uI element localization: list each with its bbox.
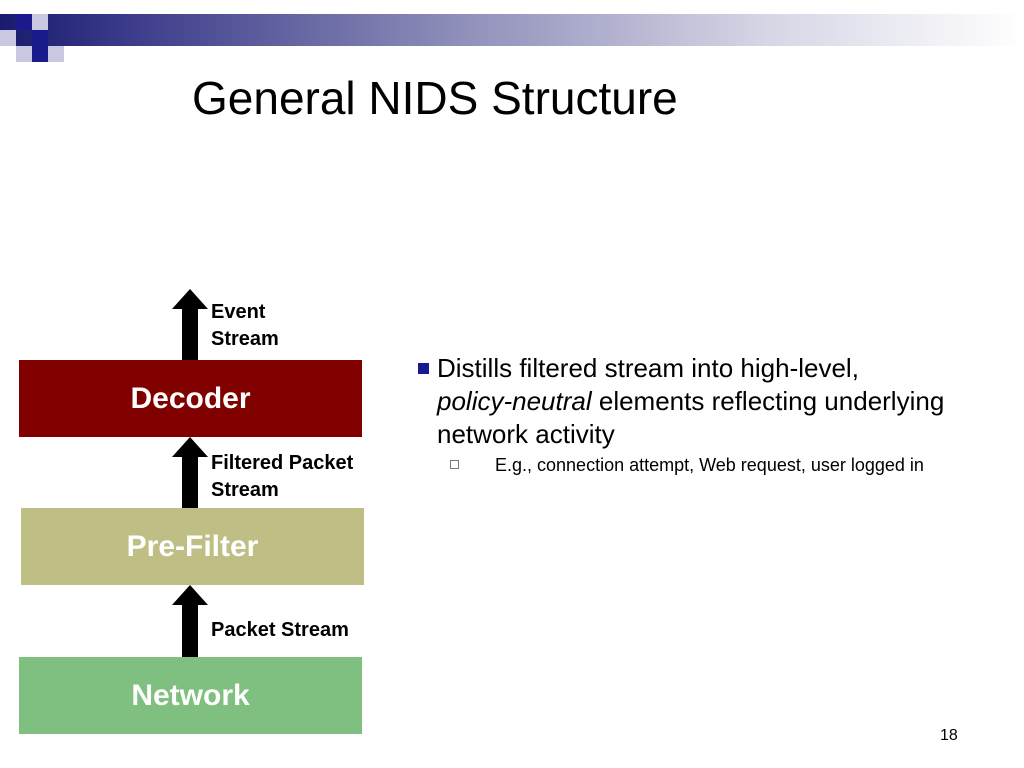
event-stream-arrow [172,289,208,361]
decoder-box: Decoder [19,360,362,437]
decorative-square [32,46,48,62]
sub-bullet-text: E.g., connection attempt, Web request, u… [495,455,924,475]
main-bullet-text-part2: elements reflecting underlying network a… [437,386,945,449]
slide-title: General NIDS Structure [192,72,678,124]
square-bullet-icon [418,363,429,374]
pre-filter-box: Pre-Filter [21,508,364,585]
decorative-square [32,14,48,30]
main-bullet-italic-text: policy-neutral [437,386,592,416]
main-bullet-text-part1: Distills filtered stream into high-level… [437,353,859,383]
packet-stream-label: Packet Stream [211,619,349,641]
decorative-square [16,46,32,62]
title-band [0,14,1024,46]
decorative-square [16,14,32,30]
decorative-square [0,30,16,46]
event-stream-label: Event Stream [211,301,279,350]
hollow-square-bullet-icon [450,460,459,469]
decorative-square [48,46,64,62]
filtered-packet-stream-arrow [172,437,208,509]
main-bullet: Distills filtered stream into high-level… [415,352,975,451]
page-number: 18 [940,727,958,744]
sub-bullet: E.g., connection attempt, Web request, u… [448,453,924,477]
decorative-square [32,30,48,46]
network-box: Network [19,657,362,734]
filtered-packet-stream-label: Filtered Packet Stream [211,452,354,501]
packet-stream-arrow [172,585,208,657]
